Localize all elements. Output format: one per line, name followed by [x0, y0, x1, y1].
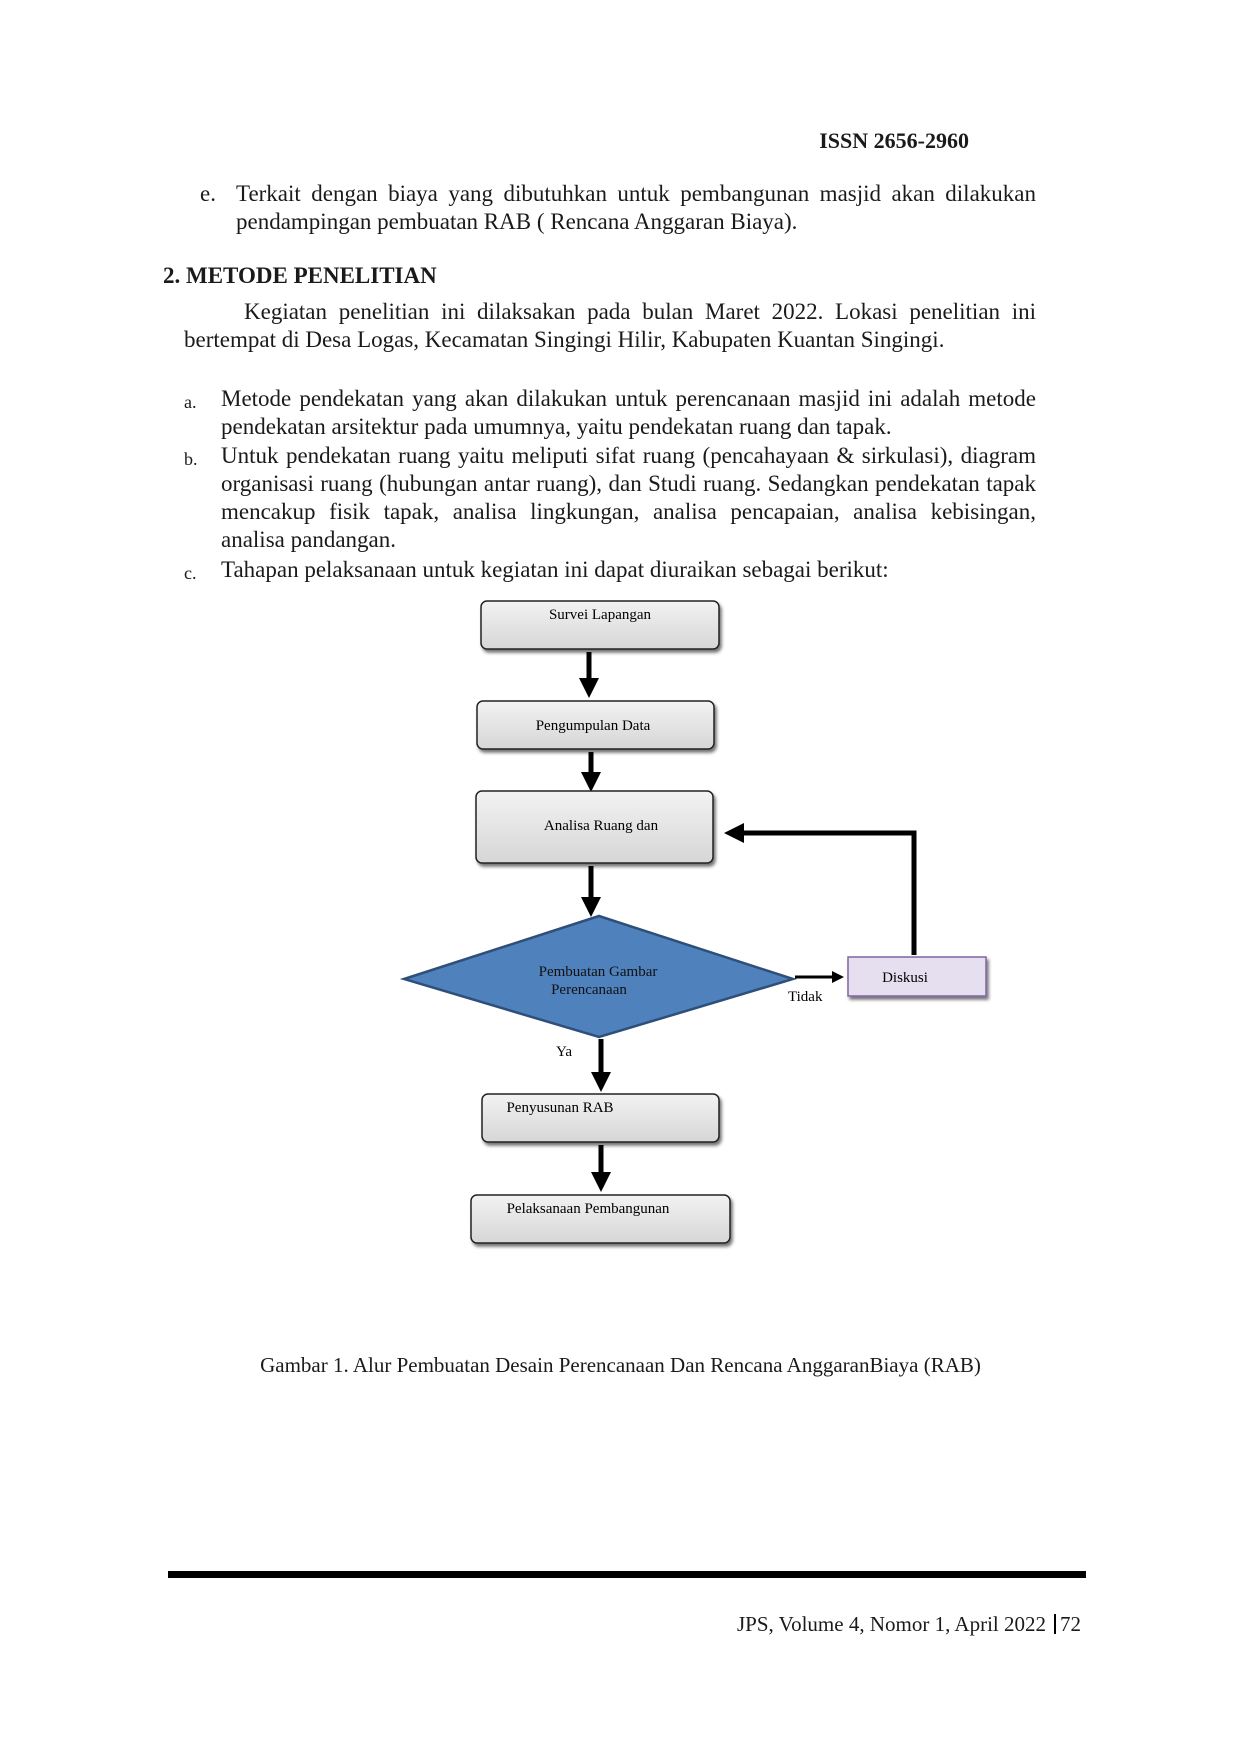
issn-label: ISSN 2656-2960 — [819, 128, 969, 153]
flow-label: Pelaksanaan Pembangunan — [507, 1201, 670, 1217]
flow-box-diskusi: Diskusi — [847, 956, 987, 997]
page-number: 72 — [1060, 1612, 1081, 1636]
flow-label: Survei Lapangan — [549, 607, 652, 623]
footer-separator — [1054, 1614, 1056, 1634]
list-marker: a. — [184, 392, 197, 412]
footer-rule — [168, 1571, 1086, 1578]
list-marker: e. — [200, 181, 216, 206]
flow-box-pengumpulan: Pengumpulan Data — [476, 700, 715, 750]
flow-label: Pembuatan Gambar — [539, 964, 658, 980]
list-item-text: Metode pendekatan yang akan dilakukan un… — [221, 386, 1036, 439]
flow-label-tidak: Tidak — [788, 989, 823, 1005]
list-item-a: a. Metode pendekatan yang akan dilakukan… — [184, 385, 1036, 441]
flow-label: Penyusunan RAB — [506, 1100, 613, 1116]
list-marker: b. — [184, 449, 198, 469]
flow-decision: Pembuatan Gambar Perencanaan — [399, 914, 798, 1039]
flow-label: Analisa Ruang dan — [544, 818, 659, 834]
figure-caption: Gambar 1. Alur Pembuatan Desain Perencan… — [260, 1353, 981, 1377]
list-marker: c. — [184, 563, 197, 583]
flow-label: Diskusi — [882, 970, 928, 986]
flow-label: Perencanaan — [551, 982, 627, 998]
list-item-c: c. Tahapan pelaksanaan untuk kegiatan in… — [184, 556, 1036, 584]
flow-box-analisa: Analisa Ruang dan — [475, 790, 714, 864]
flow-label-ya: Ya — [556, 1044, 572, 1060]
list-item-text: Terkait dengan biaya yang dibutuhkan unt… — [236, 181, 1036, 234]
journal-info: JPS, Volume 4, Nomor 1, April 2022 — [736, 1612, 1046, 1636]
list-item-text: Untuk pendekatan ruang yaitu meliputi si… — [221, 443, 1036, 552]
section-heading: 2. METODE PENELITIAN — [163, 263, 437, 288]
list-item-text: Tahapan pelaksanaan untuk kegiatan ini d… — [221, 557, 889, 582]
list-item-b: b. Untuk pendekatan ruang yaitu meliputi… — [184, 442, 1036, 554]
flow-loop-arrow — [724, 823, 917, 955]
flow-label: Pengumpulan Data — [536, 718, 651, 734]
list-item-e: e. Terkait dengan biaya yang dibutuhkan … — [200, 180, 1036, 236]
flow-box-pelaksanaan: Pelaksanaan Pembangunan — [470, 1194, 731, 1244]
flow-box-survei: Survei Lapangan — [480, 600, 720, 650]
intro-paragraph: Kegiatan penelitian ini dilaksakan pada … — [184, 299, 1036, 352]
flow-box-rab: Penyusunan RAB — [481, 1093, 720, 1143]
page-footer: JPS, Volume 4, Nomor 1, April 2022 72 — [737, 1612, 1081, 1637]
